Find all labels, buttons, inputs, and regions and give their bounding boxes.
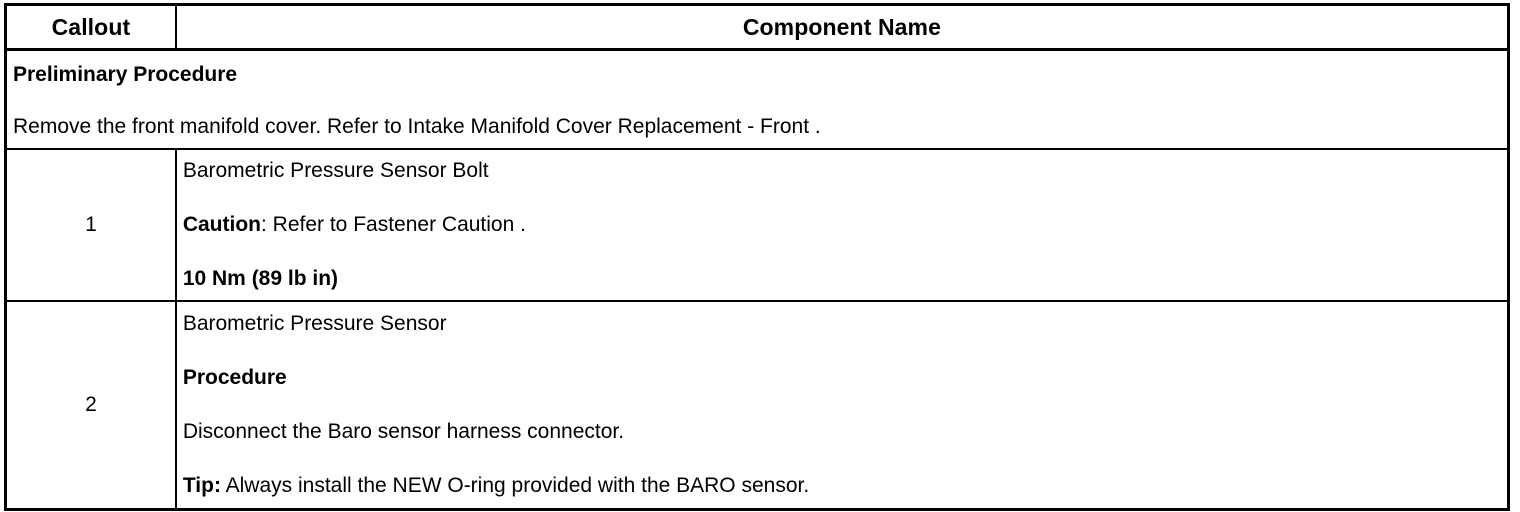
caution-text-1: Refer to Fastener Caution . — [272, 213, 526, 236]
caution-separator-1: : — [260, 213, 273, 236]
component-name-cell-1: Barometric Pressure Sensor Bolt Caution:… — [174, 148, 1510, 302]
component-name-body-2: Barometric Pressure Sensor Procedure Dis… — [177, 303, 1507, 507]
tip-line-2: Tip: Always install the NEW O-ring provi… — [183, 473, 1501, 499]
component-title-1: Barometric Pressure Sensor Bolt — [182, 159, 489, 182]
table-row: 1 Barometric Pressure Sensor Bolt Cautio… — [4, 148, 1510, 302]
column-header-component-name-label: Component Name — [742, 14, 942, 40]
component-name-cell-2: Barometric Pressure Sensor Procedure Dis… — [174, 300, 1510, 510]
preliminary-procedure-row: Preliminary Procedure Remove the front m… — [4, 49, 1510, 150]
callout-number-1: 1 — [4, 148, 177, 302]
preliminary-procedure-body: Preliminary Procedure Remove the front m… — [7, 54, 1507, 146]
table-header-row: Callout Component Name — [4, 3, 1510, 51]
column-header-callout-label: Callout — [51, 14, 131, 40]
component-callout-table: Callout Component Name Preliminary Proce… — [4, 3, 1510, 511]
torque-spec-1: 10 Nm (89 lb in) — [182, 267, 339, 290]
component-name-body-1: Barometric Pressure Sensor Bolt Caution:… — [177, 150, 1507, 300]
tip-label-2: Tip: — [182, 474, 221, 497]
preliminary-procedure-cell: Preliminary Procedure Remove the front m… — [4, 49, 1510, 150]
column-header-component-name: Component Name — [174, 3, 1510, 51]
column-header-callout: Callout — [4, 3, 177, 51]
component-title-2: Barometric Pressure Sensor — [182, 312, 447, 335]
caution-label-1: Caution — [182, 213, 261, 236]
procedure-step-2: Disconnect the Baro sensor harness conne… — [182, 420, 625, 443]
callout-number-2: 2 — [4, 300, 177, 510]
tip-text-2: Always install the NEW O-ring provided w… — [225, 474, 810, 497]
caution-line-1: Caution: Refer to Fastener Caution . — [183, 212, 1501, 238]
preliminary-procedure-title: Preliminary Procedure — [13, 62, 238, 86]
table-row: 2 Barometric Pressure Sensor Procedure D… — [4, 300, 1510, 510]
preliminary-procedure-text: Remove the front manifold cover. Refer t… — [13, 114, 821, 138]
procedure-heading-2: Procedure — [182, 366, 287, 389]
